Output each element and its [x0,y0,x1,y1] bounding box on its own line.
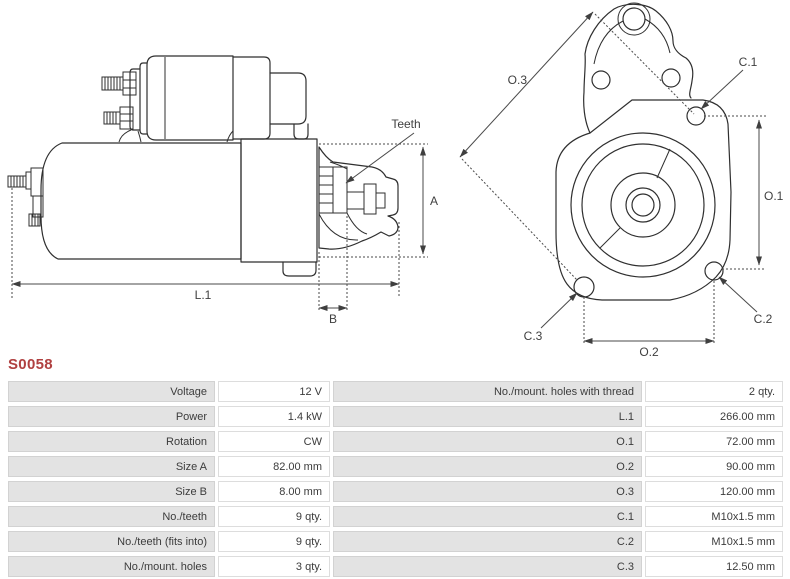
spec-value-cell: 90.00 mm [645,456,783,477]
spec-value-cell: 2 qty. [645,381,783,402]
spec-value-cell: 3 qty. [218,556,330,577]
spec-value-cell: 8.00 mm [218,481,330,502]
mounting-flange [555,99,732,301]
front-view-drawing: O.3 C.1 O.1 C.2 C.3 O.2 [459,2,784,359]
spec-value-cell: 9 qty. [218,506,330,527]
spec-label-cell: Size A [8,456,215,477]
spec-label-cell: No./teeth (fits into) [8,531,215,552]
spec-value-cell: 12 V [218,381,330,402]
mount-hole-c2 [704,261,724,281]
mount-hole-c1 [686,106,706,126]
spec-label-cell: O.3 [333,481,642,502]
spec-label-cell: No./mount. holes with thread [333,381,642,402]
spec-label-cell: O.1 [333,431,642,452]
teeth-label: Teeth [391,117,420,131]
dim-label-l1: L.1 [195,288,212,302]
dim-label-o1: O.1 [764,189,784,203]
terminal-stud-lower [103,106,134,130]
spec-value-cell: 72.00 mm [645,431,783,452]
spec-value-cell: M10x1.5 mm [645,506,783,527]
spec-row: Power 1.4 kW L.1 266.00 mm [8,406,783,427]
spec-value-cell: 12.50 mm [645,556,783,577]
spec-value-cell: 266.00 mm [645,406,783,427]
spec-value-cell: 1.4 kW [218,406,330,427]
dim-label-c1: C.1 [739,55,758,69]
spec-value-cell: 9 qty. [218,531,330,552]
spec-value-cell: 120.00 mm [645,481,783,502]
spec-label-cell: Rotation [8,431,215,452]
spec-label-cell: C.3 [333,556,642,577]
dim-label-b: B [329,312,337,326]
spec-row: No./teeth 9 qty. C.1 M10x1.5 mm [8,506,783,527]
terminal-stud-upper [101,71,137,96]
dim-label-o2: O.2 [639,345,659,359]
mount-hole-c3 [573,276,595,298]
spec-row: Size A 82.00 mm O.2 90.00 mm [8,456,783,477]
spec-table: Voltage 12 V No./mount. holes with threa… [8,381,783,579]
bell-housing [318,146,399,250]
spec-value-cell: M10x1.5 mm [645,531,783,552]
technical-drawings: L.1 B A Teeth [7,2,784,359]
spec-row: Rotation CW O.1 72.00 mm [8,431,783,452]
spec-label-cell: Power [8,406,215,427]
spec-label-cell: C.1 [333,506,642,527]
side-view-drawing: L.1 B A Teeth [7,55,438,326]
spec-label-cell: Voltage [8,381,215,402]
dim-label-c3: C.3 [524,329,543,343]
spec-row: No./mount. holes 3 qty. C.3 12.50 mm [8,556,783,577]
motor-body [40,142,242,260]
spec-value-cell: CW [218,431,330,452]
solenoid-end-cap [232,56,271,140]
top-bracket [583,3,694,134]
pinion-shaft [347,183,386,215]
spec-label-cell: O.2 [333,456,642,477]
rear-end-cap [7,167,44,227]
drive-bracket [240,138,318,263]
spec-label-cell: Size B [8,481,215,502]
spec-label-cell: No./teeth [8,506,215,527]
spec-label-cell: No./mount. holes [8,556,215,577]
top-bracket-hole [622,7,646,31]
spec-row: No./teeth (fits into) 9 qty. C.2 M10x1.5… [8,531,783,552]
spec-label-cell: C.2 [333,531,642,552]
spec-row: Voltage 12 V No./mount. holes with threa… [8,381,783,402]
part-code: S0058 [8,356,53,373]
bracket-foot [282,261,317,277]
pinion-gear [319,166,348,214]
spec-value-cell: 82.00 mm [218,456,330,477]
bracket-ear-hole-right [661,68,681,88]
bracket-ear-hole-left [591,70,611,90]
spec-row: Size B 8.00 mm O.3 120.00 mm [8,481,783,502]
dim-label-o3: O.3 [508,73,528,87]
solenoid [146,55,234,141]
spec-label-cell: L.1 [333,406,642,427]
dim-label-a: A [430,194,438,208]
flange-bores [570,132,716,278]
dim-label-c2: C.2 [754,312,773,326]
